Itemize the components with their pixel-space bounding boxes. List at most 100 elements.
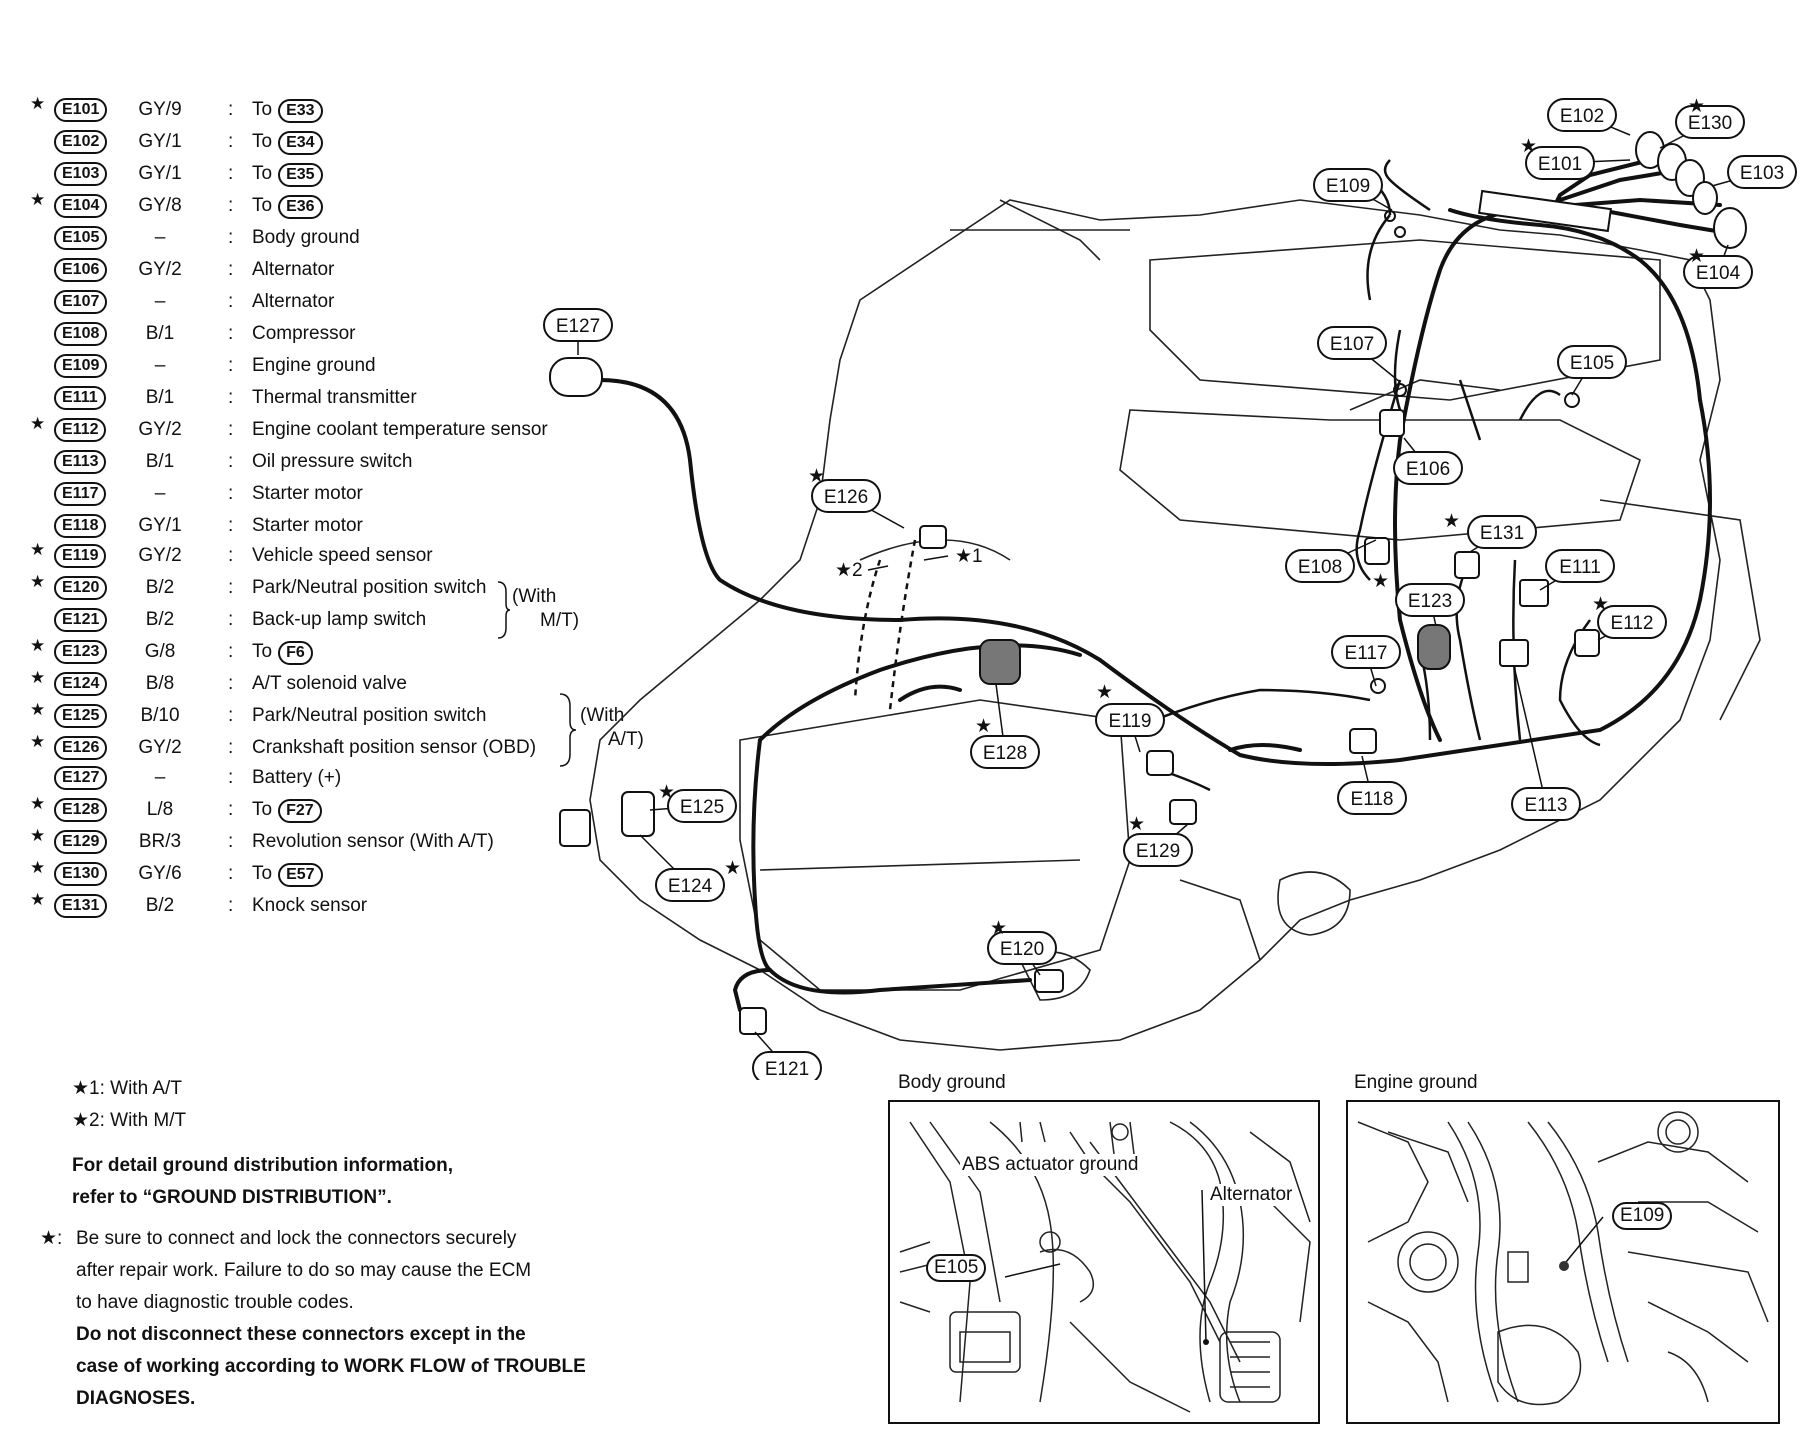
star-marks: ★ ★ ★ ★ ★ ★ ★ ★ ★ ★ ★ ★ ★ bbox=[658, 96, 1705, 939]
star-mark: ★ bbox=[30, 732, 46, 751]
with-at-bracket bbox=[559, 693, 577, 767]
star-mark: ★ bbox=[30, 94, 46, 113]
with-mt-line1: (With bbox=[512, 586, 557, 607]
star-mark: ★ bbox=[724, 858, 741, 879]
with-at-line1: (With bbox=[580, 705, 625, 726]
connector-description: Alternator bbox=[252, 259, 335, 280]
connector-code: E125 bbox=[54, 704, 108, 728]
star-mark: ★ bbox=[30, 858, 46, 877]
star-mark: ★ bbox=[30, 572, 46, 591]
callout-label: E120 bbox=[1000, 939, 1044, 960]
connector-bodies bbox=[549, 131, 1747, 1035]
separator: : bbox=[228, 99, 234, 120]
wire-spec: GY/2 bbox=[138, 737, 182, 758]
callout-e104: E104 bbox=[1683, 244, 1753, 289]
callout-bubble bbox=[1123, 833, 1193, 867]
connector-description: Revolution sensor (With A/T) bbox=[252, 831, 494, 852]
destination-code: E57 bbox=[278, 863, 323, 887]
wire-spec: – bbox=[154, 767, 166, 788]
connector-code: E127 bbox=[54, 766, 108, 790]
connector-code: E126 bbox=[54, 736, 108, 760]
callout-label: E118 bbox=[1351, 789, 1394, 810]
separator: : bbox=[228, 799, 234, 820]
ground-note-line2: refer to “GROUND DISTRIBUTION”. bbox=[72, 1187, 392, 1208]
connector-code: E101 bbox=[54, 98, 108, 122]
star-mark: ★ bbox=[1688, 246, 1705, 267]
callout-e113: E113 bbox=[1511, 665, 1581, 821]
connector-code: E104 bbox=[54, 194, 108, 218]
separator: : bbox=[228, 577, 234, 598]
callout-e106: E106 bbox=[1393, 437, 1463, 485]
legend-row-e127: E127–:Battery (+) bbox=[30, 766, 590, 796]
wire-spec: B/1 bbox=[145, 323, 175, 344]
callout-e120: E120 bbox=[987, 931, 1057, 976]
separator: : bbox=[228, 131, 234, 152]
body-ground-code: E105 bbox=[926, 1254, 987, 1282]
callout-bubble bbox=[1727, 155, 1797, 189]
wire-spec: B/1 bbox=[145, 387, 175, 408]
caution-note: ★: Be sure to connect and lock the conne… bbox=[40, 1223, 586, 1415]
wire-spec: GY/1 bbox=[138, 515, 182, 536]
wire-spec: GY/9 bbox=[138, 99, 182, 120]
callout-label: E107 bbox=[1330, 334, 1374, 355]
callout-e128: E128 bbox=[970, 683, 1040, 769]
connector-description: Knock sensor bbox=[252, 895, 368, 916]
callout-bubble bbox=[1331, 635, 1401, 669]
callout-label: E113 bbox=[1525, 795, 1568, 816]
separator: : bbox=[228, 515, 234, 536]
star2-marker: ★2 bbox=[835, 560, 863, 581]
connector-code: E102 bbox=[54, 130, 108, 154]
callout-label: E103 bbox=[1740, 163, 1784, 184]
callout-label: E121 bbox=[765, 1059, 809, 1080]
caution-line2: after repair work. Failure to do so may … bbox=[76, 1260, 532, 1281]
separator: : bbox=[228, 195, 234, 216]
star-mark: ★ bbox=[30, 890, 46, 909]
legend-row-e107: E107–:Alternator bbox=[30, 290, 590, 320]
callout-label: E102 bbox=[1560, 106, 1604, 127]
connector-description: Back-up lamp switch bbox=[252, 609, 427, 630]
to-label: To bbox=[252, 641, 273, 662]
callout-label: E128 bbox=[983, 743, 1027, 764]
star2-arrow bbox=[867, 565, 889, 571]
connector-code: E108 bbox=[54, 322, 108, 346]
ground-note-line1: For detail ground distribution informati… bbox=[72, 1155, 454, 1176]
connector-description: Alternator bbox=[252, 291, 335, 312]
star1-marker: ★1 bbox=[955, 546, 983, 567]
separator: : bbox=[228, 831, 234, 852]
separator: : bbox=[228, 863, 234, 884]
engine-ground-title: Engine ground bbox=[1354, 1072, 1478, 1093]
callout-bubble bbox=[811, 479, 881, 513]
destination-code: E33 bbox=[278, 99, 323, 123]
warning-line2: case of working according to WORK FLOW o… bbox=[76, 1356, 586, 1377]
callout-label: E123 bbox=[1408, 591, 1452, 612]
separator: : bbox=[228, 355, 234, 376]
callout-bubble bbox=[1597, 605, 1667, 639]
connector-description: Engine coolant temperature sensor bbox=[252, 419, 548, 440]
callout-bubble bbox=[1095, 703, 1165, 737]
star-mark: ★ bbox=[1128, 814, 1145, 835]
warning-line3: DIAGNOSES. bbox=[76, 1388, 196, 1409]
ground-distribution-note: For detail ground distribution informati… bbox=[72, 1150, 453, 1214]
dashed-wires bbox=[853, 539, 917, 711]
callout-label: E101 bbox=[1538, 154, 1582, 175]
caution-star: ★: bbox=[40, 1228, 63, 1249]
connector-code: E130 bbox=[54, 862, 108, 886]
callout-label: E112 bbox=[1611, 613, 1654, 634]
wire-spec: G/8 bbox=[144, 641, 176, 662]
callout-e103: E103 bbox=[1711, 155, 1797, 189]
callout-bubble bbox=[987, 931, 1057, 965]
wire-spec: – bbox=[154, 227, 166, 248]
footnote-star1: ★1: With A/T bbox=[72, 1078, 182, 1099]
